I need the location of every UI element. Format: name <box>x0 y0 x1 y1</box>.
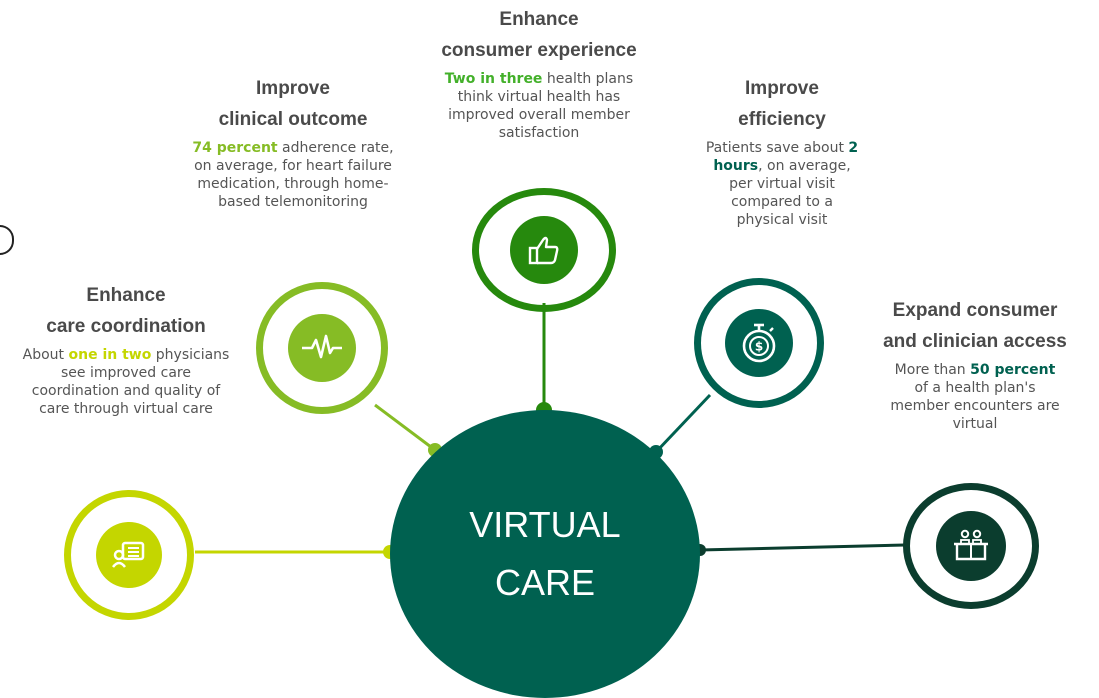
center-label-line-1: VIRTUAL <box>469 504 621 545</box>
description-highlight: 2 hours <box>713 140 859 174</box>
center-label-line-2: CARE <box>494 562 596 603</box>
connector-access <box>699 543 906 552</box>
description-clinical-outcome: 74 percent adherence rate, on average, f… <box>188 139 398 211</box>
benefit-consumer-experience: Enhance consumer experience Two in three… <box>428 4 650 142</box>
thumbs-up-icon <box>528 236 559 265</box>
heading-line-1: Enhance <box>86 285 166 306</box>
people-desk-icon <box>954 529 988 561</box>
heading-line-2: and clinician access <box>883 331 1067 352</box>
node-consumer-experience <box>472 188 616 312</box>
benefit-care-coordination: Enhance care coordination About one in t… <box>18 280 234 418</box>
heading-line-1: Enhance <box>499 9 579 30</box>
svg-text:$: $ <box>755 340 763 354</box>
description-access: More than 50 percent of a health plan's … <box>870 361 1080 433</box>
connector-efficiency <box>654 393 712 454</box>
heading-line-2: care coordination <box>46 316 206 337</box>
description-pre: Patients save about <box>705 140 849 156</box>
heading-clinical-outcome: Improve clinical outcome <box>188 73 398 135</box>
node-efficiency: $ <box>694 278 824 408</box>
description-post: physicians see improved care coordinatio… <box>31 347 230 417</box>
description-post: of a health plan's member encounters are… <box>890 380 1060 432</box>
description-efficiency: Patients save about 2 hours, on average,… <box>694 139 870 229</box>
description-highlight: one in two <box>68 347 152 363</box>
heading-line-1: Expand consumer <box>892 300 1058 321</box>
stopwatch-dollar-icon: $ <box>742 323 776 363</box>
description-highlight: 74 percent <box>192 140 278 156</box>
description-post: adherence rate, on average, for heart fa… <box>194 140 394 210</box>
chat-icon <box>112 541 145 568</box>
node-clinical-outcome <box>256 282 388 414</box>
description-pre: About <box>22 347 69 363</box>
benefit-efficiency: Improve efficiency Patients save about 2… <box>694 73 870 229</box>
node-access <box>903 483 1039 609</box>
heading-line-1: Improve <box>745 78 819 99</box>
description-highlight: Two in three <box>444 71 543 87</box>
heading-efficiency: Improve efficiency <box>694 73 870 135</box>
heading-line-2: clinical outcome <box>218 109 368 130</box>
heading-line-1: Improve <box>256 78 330 99</box>
center-virtual-care: VIRTUAL CARE <box>390 410 700 698</box>
description-post: , on average, per virtual visit compared… <box>729 158 851 228</box>
node-care-coordination <box>64 490 194 620</box>
heading-care-coordination: Enhance care coordination <box>18 280 234 342</box>
benefit-access: Expand consumer and clinician access Mor… <box>870 295 1080 433</box>
description-pre: More than <box>894 362 971 378</box>
benefit-clinical-outcome: Improve clinical outcome 74 percent adhe… <box>188 73 398 211</box>
heading-access: Expand consumer and clinician access <box>870 295 1080 357</box>
description-care-coordination: About one in two physicians see improved… <box>18 346 234 418</box>
heading-consumer-experience: Enhance consumer experience <box>428 4 650 66</box>
description-post: health plans think virtual health has im… <box>448 71 634 141</box>
heading-line-2: efficiency <box>738 109 826 130</box>
heading-line-2: consumer experience <box>441 40 637 61</box>
connector-clinical-outcome <box>374 403 436 452</box>
heartbeat-icon <box>302 334 342 359</box>
description-highlight: 50 percent <box>970 362 1056 378</box>
description-consumer-experience: Two in three health plans think virtual … <box>428 70 650 142</box>
